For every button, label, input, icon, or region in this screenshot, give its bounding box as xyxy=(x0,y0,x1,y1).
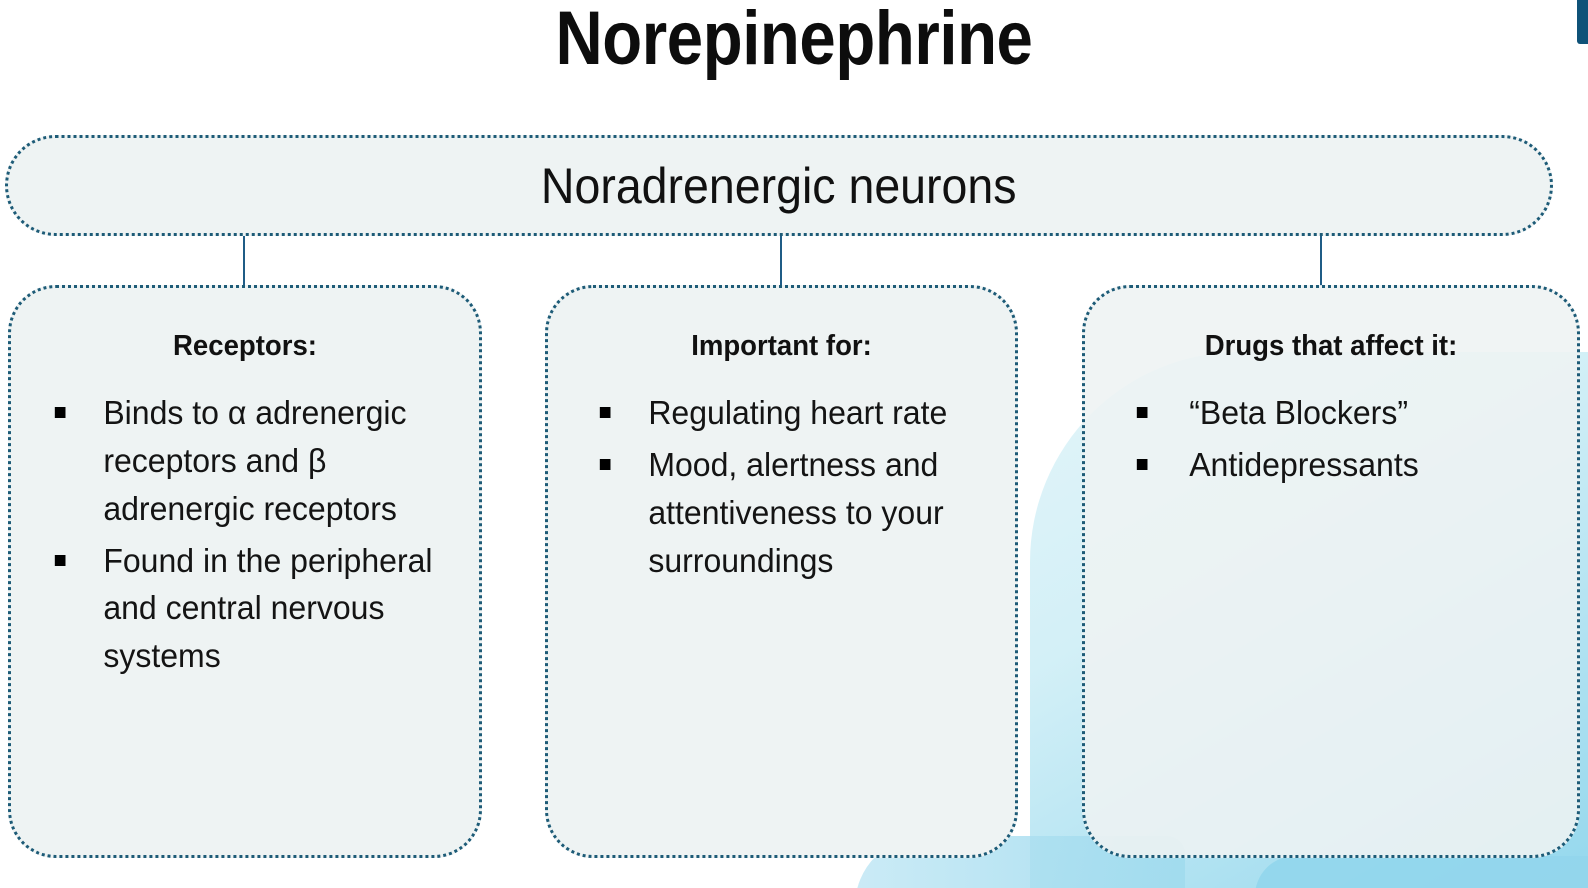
list-item: Antidepressants xyxy=(1131,441,1550,489)
page-title: Norepinephrine xyxy=(555,0,1033,81)
connector-line-1 xyxy=(243,236,245,286)
branch-card-drugs: Drugs that affect it: “Beta Blockers” An… xyxy=(1082,285,1580,858)
branch-heading: Drugs that affect it: xyxy=(1204,330,1458,362)
list-item-text: Antidepressants xyxy=(1189,445,1419,483)
list-item-text: Found in the peripheral and central nerv… xyxy=(103,541,433,675)
list-item-text: Mood, alertness and attentiveness to you… xyxy=(648,445,944,579)
connector-line-2 xyxy=(780,236,782,286)
branch-bullet-list: Binds to α adrenergic receptors and β ad… xyxy=(11,389,479,680)
branch-heading: Important for: xyxy=(691,330,872,362)
square-bullet-icon xyxy=(1136,458,1148,470)
branch-card-important-for: Important for: Regulating heart rate Moo… xyxy=(545,285,1018,858)
branch-bullet-list: “Beta Blockers” Antidepressants xyxy=(1085,389,1577,489)
list-item: Binds to α adrenergic receptors and β ad… xyxy=(49,389,453,533)
list-item: “Beta Blockers” xyxy=(1131,389,1550,437)
branch-heading: Receptors: xyxy=(173,330,317,362)
list-item: Mood, alertness and attentiveness to you… xyxy=(594,441,989,585)
connector-line-3 xyxy=(1320,236,1322,286)
branch-bullet-list: Regulating heart rate Mood, alertness an… xyxy=(548,389,1015,584)
decorative-corner-bar xyxy=(1577,0,1588,44)
square-bullet-icon xyxy=(599,458,611,470)
list-item-text: Binds to α adrenergic receptors and β ad… xyxy=(103,394,407,527)
decorative-blob-small xyxy=(1255,856,1588,888)
list-item: Found in the peripheral and central nerv… xyxy=(49,537,453,681)
root-node: Noradrenergic neurons xyxy=(5,135,1553,236)
root-node-label: Noradrenergic neurons xyxy=(541,157,1017,214)
list-item-text: Regulating heart rate xyxy=(648,394,948,431)
branch-card-receptors: Receptors: Binds to α adrenergic recepto… xyxy=(8,285,482,858)
list-item-text: “Beta Blockers” xyxy=(1189,394,1409,431)
square-bullet-icon xyxy=(599,407,611,418)
square-bullet-icon xyxy=(54,407,66,418)
square-bullet-icon xyxy=(54,554,66,566)
list-item: Regulating heart rate xyxy=(594,389,989,437)
square-bullet-icon xyxy=(1136,407,1148,418)
